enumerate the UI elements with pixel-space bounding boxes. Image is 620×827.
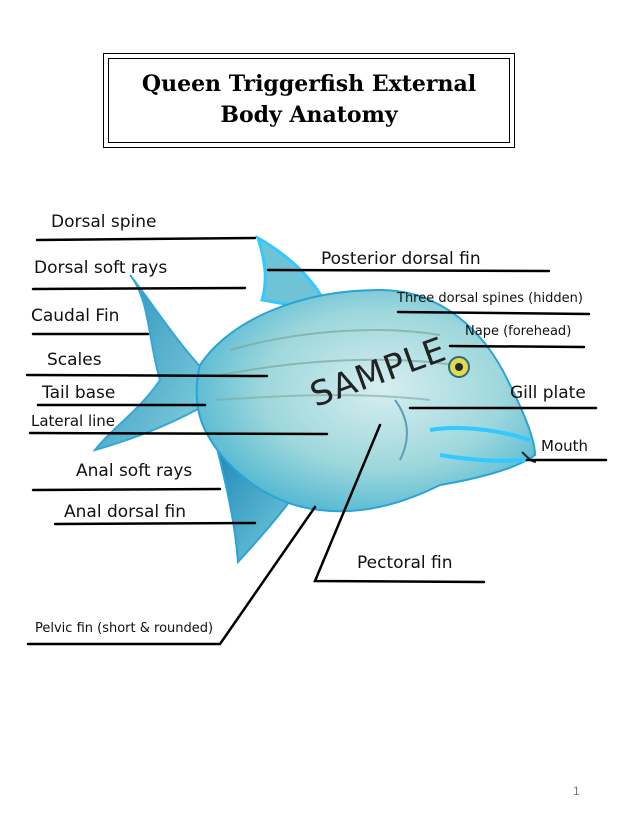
- body-stripe: [214, 394, 431, 401]
- leader-dorsal-spine: [35, 236, 257, 242]
- leader-anal-soft-rays: [31, 487, 222, 492]
- face-stripe: [429, 426, 531, 442]
- fish-pupil: [455, 363, 463, 371]
- label-anal-soft-rays: Anal soft rays: [76, 461, 193, 481]
- leader-anal-dorsal-fin: [53, 521, 257, 526]
- label-three-dorsal-spines: Three dorsal spines (hidden): [397, 291, 583, 306]
- label-dorsal-spine: Dorsal spine: [51, 212, 157, 232]
- label-pectoral-fin: Pectoral fin: [357, 553, 453, 573]
- label-pelvic-fin: Pelvic fin (short & rounded): [35, 621, 214, 636]
- face-stripe: [439, 453, 526, 463]
- title-box: Queen Triggerfish External Body Anatomy: [103, 53, 515, 148]
- body-stripe: [219, 358, 456, 376]
- label-nape: Nape (forehead): [465, 324, 572, 339]
- label-posterior-dorsal-fin: Posterior dorsal fin: [321, 249, 481, 269]
- leader-pectoral-fin: [313, 423, 486, 584]
- leader-dorsal-soft-rays: [31, 286, 247, 291]
- label-gill-plate: Gill plate: [510, 383, 586, 403]
- label-scales: Scales: [47, 350, 102, 370]
- leader-scales: [25, 373, 269, 378]
- label-tail-base: Tail base: [42, 383, 116, 403]
- label-dorsal-soft-rays: Dorsal soft rays: [34, 258, 168, 278]
- leader-nape: [448, 344, 586, 349]
- page-number: 1: [573, 784, 580, 798]
- label-mouth: Mouth: [541, 437, 589, 455]
- gill-plate-shape: [394, 399, 408, 461]
- label-caudal-fin: Caudal Fin: [31, 306, 120, 326]
- label-lateral-line: Lateral line: [31, 412, 116, 430]
- leader-posterior-dorsal-fin: [266, 268, 551, 273]
- label-anal-dorsal-fin: Anal dorsal fin: [64, 502, 187, 522]
- leader-three-dorsal-spines: [396, 310, 591, 316]
- leader-pelvic-fin: [26, 505, 317, 646]
- body-stripe: [229, 329, 441, 351]
- leader-lateral-line: [28, 431, 329, 436]
